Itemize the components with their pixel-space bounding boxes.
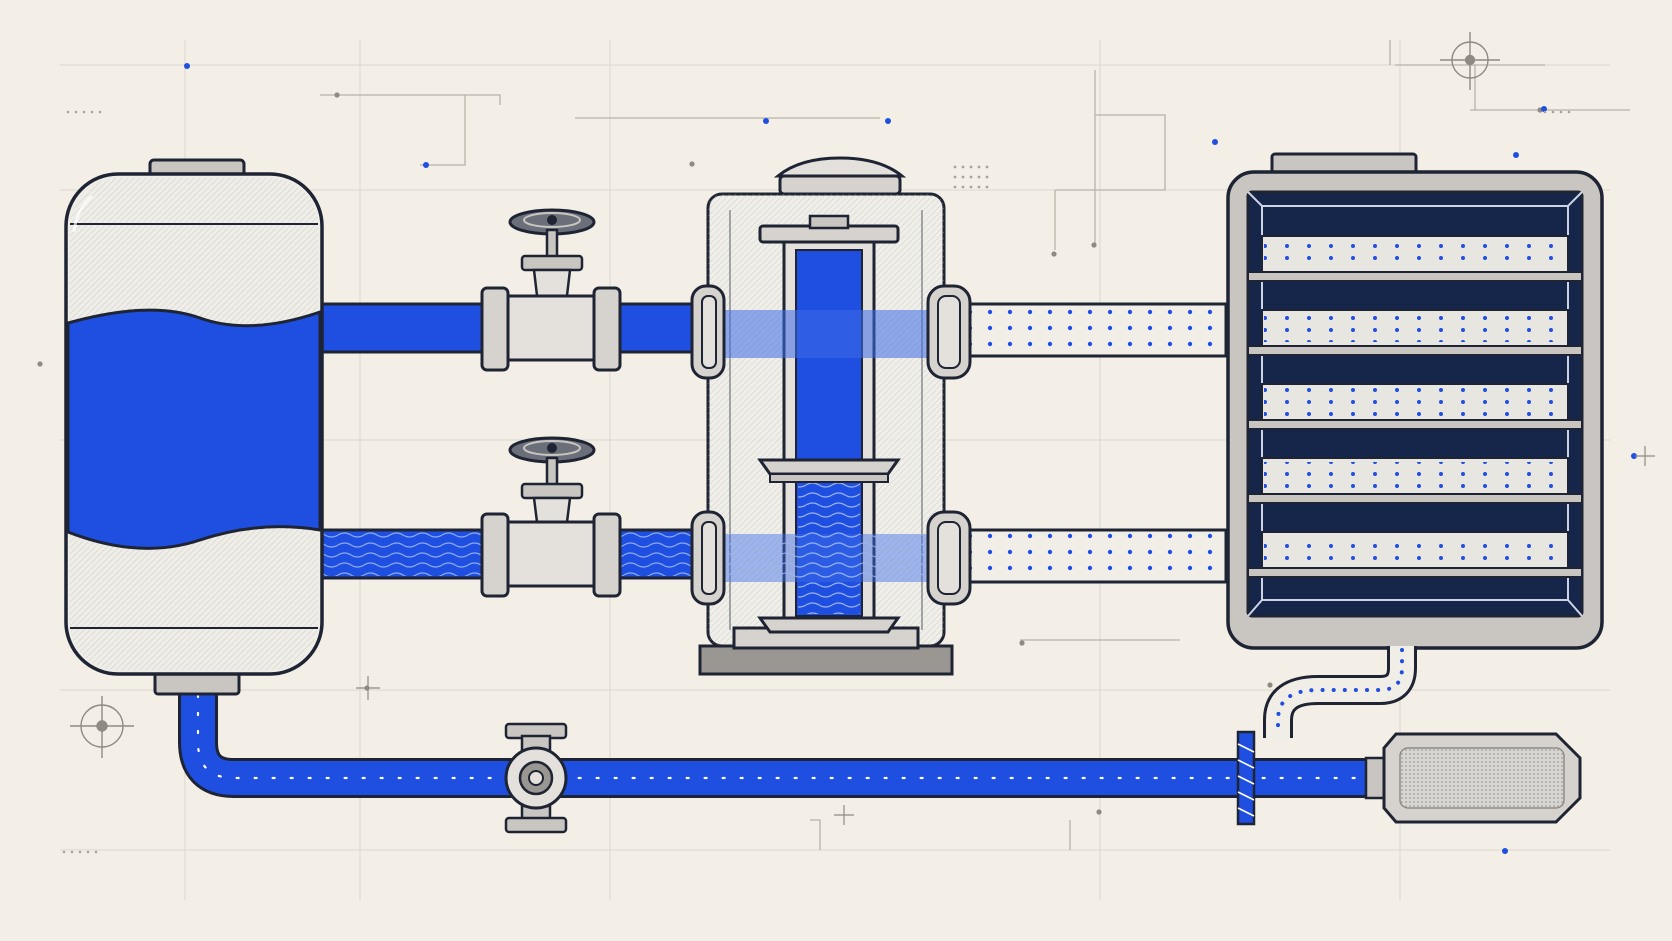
crosshair-icon: [1440, 32, 1500, 90]
tray-shelf: [1247, 531, 1583, 578]
filter-outlet-flange: [926, 284, 972, 606]
tray-shelf: [1247, 309, 1583, 356]
lower-outlet-pipe: [964, 528, 1228, 584]
end-filter-cartridge: [1364, 732, 1582, 824]
filter-column: [698, 156, 954, 676]
plus-marker-icon: [356, 446, 1655, 825]
return-inline-valve[interactable]: [504, 722, 568, 834]
storage-tank: [64, 158, 324, 696]
tray-shelf: [1247, 383, 1583, 430]
filter-inlet-flange: [690, 284, 726, 606]
tray-shelves: [1247, 235, 1583, 578]
lower-gate-valve[interactable]: [480, 436, 622, 598]
dotted-marks: [62, 110, 1571, 854]
upper-outlet-pipe: [964, 302, 1228, 358]
drain-elbow-pipe: [1263, 646, 1417, 738]
inline-check-coupling: [1236, 730, 1256, 826]
upper-gate-valve[interactable]: [480, 208, 622, 372]
grid-blue-markers: [184, 63, 1637, 854]
crosshair-icon: [70, 696, 134, 758]
tray-shelf: [1247, 235, 1583, 282]
tray-shelf: [1247, 457, 1583, 504]
return-line: [178, 688, 1392, 798]
